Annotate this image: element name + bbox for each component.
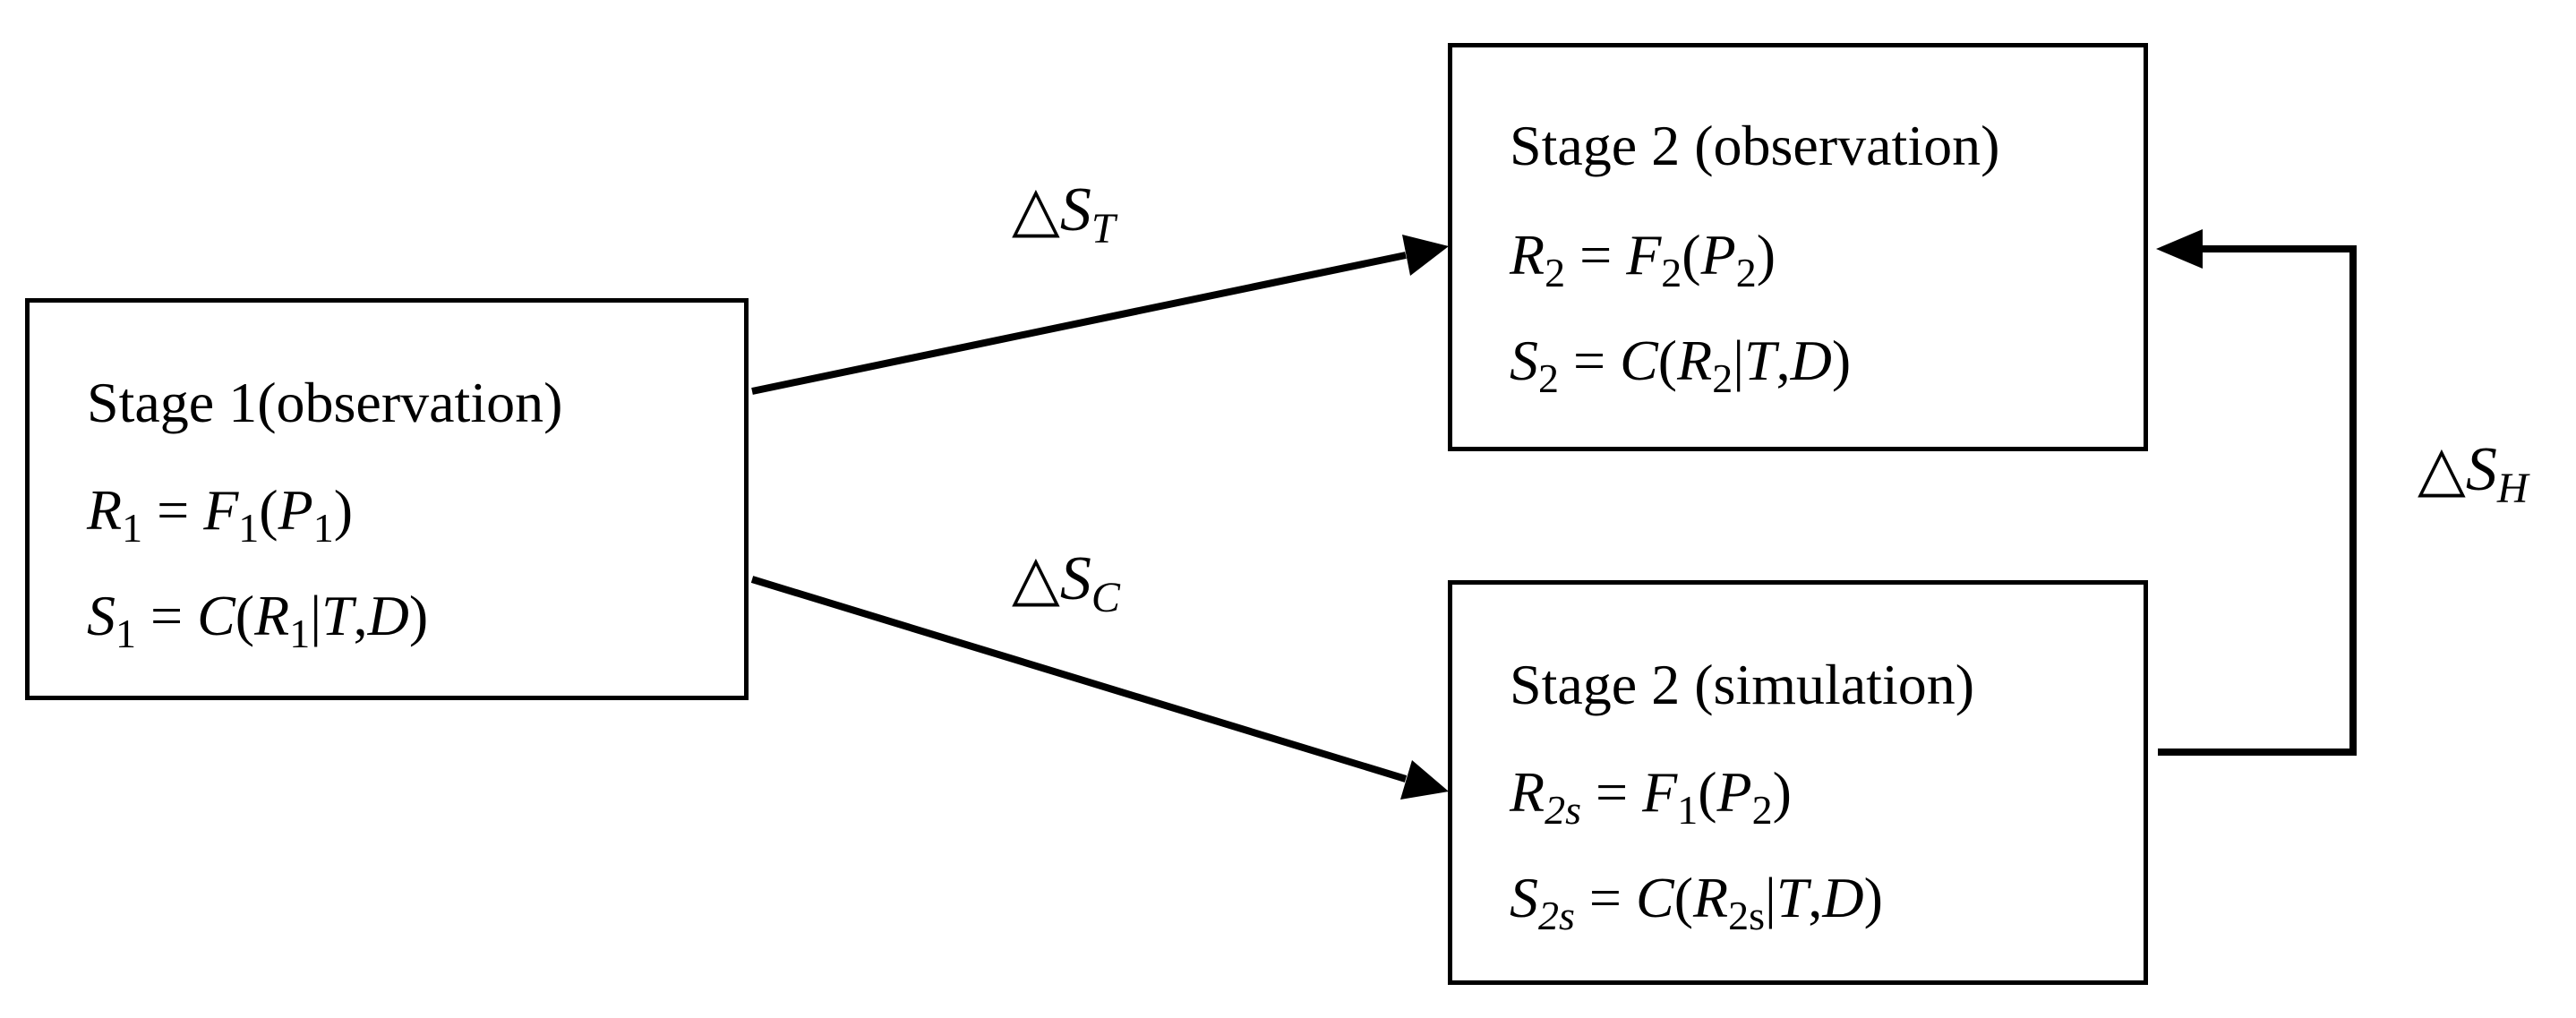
stage2-simulation-equation-r: R2s = F1(P2) (1510, 760, 1792, 833)
edge-label-delta-s-t: △ST (1012, 175, 1116, 252)
stage2-observation-box: Stage 2 (observation) R2 = F2(P2) S2 = C… (1448, 43, 2148, 451)
arrow-stage1-to-stage2-observation (751, 252, 1407, 395)
stage1-title: Stage 1(observation) (87, 371, 563, 434)
arrowhead-stage2-observation (1402, 235, 1449, 276)
stage2-simulation-equation-s: S2s = C(R2s|T,D) (1510, 866, 1883, 938)
stage2-simulation-title: Stage 2 (simulation) (1510, 653, 1975, 716)
stage1-equation-r: R1 = F1(P1) (87, 478, 353, 551)
stage2-observation-equation-r: R2 = F2(P2) (1510, 223, 1776, 295)
edge-label-delta-s-h: △SH (2418, 435, 2529, 512)
edge-label-delta-s-c: △SC (1012, 544, 1120, 621)
arrowhead-feedback (2156, 229, 2203, 269)
feedback-path-simulation-to-observation (2158, 245, 2357, 756)
arrow-stage1-to-stage2-simulation (750, 576, 1408, 783)
stage1-observation-box: Stage 1(observation) R1 = F1(P1) S1 = C(… (25, 298, 749, 700)
stage2-observation-equation-s: S2 = C(R2|T,D) (1510, 329, 1852, 401)
stage1-equation-s: S1 = C(R1|T,D) (87, 584, 429, 656)
stage2-simulation-box: Stage 2 (simulation) R2s = F1(P2) S2s = … (1448, 580, 2148, 985)
stage2-observation-title: Stage 2 (observation) (1510, 114, 2000, 177)
arrowhead-stage2-simulation (1400, 760, 1449, 800)
